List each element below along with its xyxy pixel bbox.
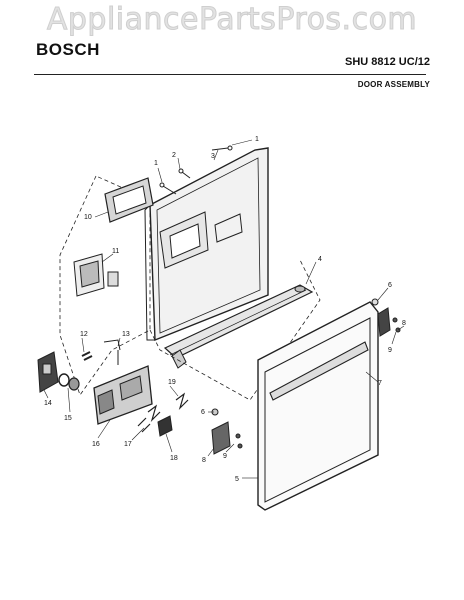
callout-6b: 6 bbox=[201, 409, 205, 416]
callout-1b: 1 bbox=[154, 160, 158, 167]
callout-1: 1 bbox=[255, 136, 259, 143]
callout-9b: 9 bbox=[223, 453, 227, 460]
callout-8: 8 bbox=[402, 320, 406, 327]
callout-6: 6 bbox=[388, 282, 392, 289]
control-bracket bbox=[73, 253, 119, 297]
lower-hinge-bracket bbox=[211, 408, 243, 455]
latch-rings bbox=[58, 373, 80, 391]
callout-12: 12 bbox=[80, 331, 88, 338]
door-latch-housing bbox=[37, 351, 59, 393]
screw-2 bbox=[178, 168, 191, 179]
section-title: DOOR ASSEMBLY bbox=[357, 80, 430, 89]
callout-8b: 8 bbox=[202, 457, 206, 464]
callout-17: 17 bbox=[124, 441, 132, 448]
spring-pins bbox=[81, 339, 121, 365]
callout-5: 5 bbox=[235, 476, 239, 483]
callout-14: 14 bbox=[44, 400, 52, 407]
callout-16: 16 bbox=[92, 441, 100, 448]
callout-18: 18 bbox=[170, 455, 178, 462]
callout-4: 4 bbox=[318, 256, 322, 263]
latch-assembly-body bbox=[93, 365, 153, 425]
callout-9: 9 bbox=[388, 347, 392, 354]
inner-door-panel bbox=[144, 147, 269, 342]
outer-door-panel bbox=[257, 301, 379, 511]
dispenser-seal-gasket bbox=[104, 177, 154, 223]
callout-7: 7 bbox=[378, 380, 382, 387]
callout-3: 3 bbox=[211, 153, 215, 160]
callout-13: 13 bbox=[122, 331, 130, 338]
callout-19: 19 bbox=[168, 379, 176, 386]
brand-logo: BOSCH bbox=[36, 40, 100, 59]
upper-hinge-bracket bbox=[371, 298, 401, 337]
callout-15: 15 bbox=[64, 415, 72, 422]
latch-switch bbox=[157, 415, 173, 437]
model-number: SHU 8812 UC/12 bbox=[345, 56, 430, 68]
watermark-text: AppliancePartsPros.com bbox=[46, 2, 418, 38]
screw-1 bbox=[159, 182, 177, 195]
door-trim-rail bbox=[149, 259, 321, 401]
callout-10: 10 bbox=[84, 214, 92, 221]
latch-springs bbox=[137, 392, 189, 433]
leader-lines bbox=[43, 139, 405, 479]
callout-2: 2 bbox=[172, 152, 176, 159]
callout-11: 11 bbox=[112, 248, 119, 255]
screw-3 bbox=[211, 145, 233, 151]
part-callouts: 1 2 3 1 10 11 4 6 12 13 7 8 9 14 15 16 1… bbox=[44, 136, 406, 483]
header-divider bbox=[34, 74, 426, 75]
